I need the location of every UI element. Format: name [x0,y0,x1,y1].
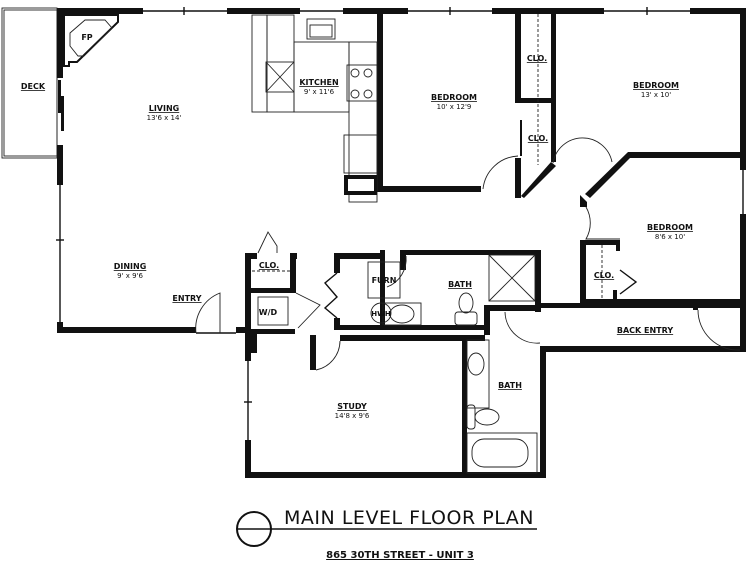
dining-label: DINING [114,262,147,271]
study-size: 14'8 x 9'6 [335,412,370,420]
door-study [315,340,341,371]
door-bedroom2 [552,137,613,164]
deck [1,7,58,159]
title-block: MAIN LEVEL FLOOR PLAN 865 30TH STREET - … [236,507,537,561]
bath1-label: BATH [448,280,472,289]
kitchen-fixtures [251,14,378,203]
plan-title: MAIN LEVEL FLOOR PLAN [284,507,534,529]
bedroom3-size: 8'6 x 10' [655,233,685,241]
door-bedroom3 [585,206,620,240]
water-heater-label: HWH [371,310,391,318]
living-label: LIVING [149,104,180,113]
doors [195,137,741,371]
fireplace-label: FP [81,33,92,42]
door-closet [257,231,278,254]
interior-walls [63,14,740,475]
kitchen-size: 9' x 11'6 [304,88,335,96]
dining-size: 9' x 9'6 [117,272,143,280]
bedroom2-size: 13' x 10' [641,91,671,99]
living-size: 13'6 x 14' [147,114,182,122]
bedroom1-label: BEDROOM [431,93,477,102]
plan-subtitle: 865 30TH STREET - UNIT 3 [326,550,474,561]
furnace-label: FURN [372,276,397,285]
wd-label: W/D [259,308,278,317]
closet2-label: CLO. [528,134,548,143]
exterior-walls [56,7,746,478]
door-wd [295,292,321,329]
kitchen-label: KITCHEN [299,78,338,87]
closet3-label: CLO. [594,271,614,280]
bedroom2-label: BEDROOM [633,81,679,90]
deck-label: DECK [21,82,46,91]
door-back-entry [697,309,741,351]
study-label: STUDY [337,402,367,411]
door-bedroom1 [482,155,519,190]
room-labels: DECK FP LIVING 13'6 x 14' KITCHEN 9' x 1… [21,33,693,420]
closet4-label: CLO. [259,261,279,270]
entry-label: ENTRY [172,294,201,303]
back-entry-label: BACK ENTRY [617,326,673,335]
bedroom3-label: BEDROOM [647,223,693,232]
door-bath2 [504,311,541,344]
bath2-label: BATH [498,381,522,390]
door-entry [195,292,221,334]
door-bath1 [386,255,407,288]
bedroom1-size: 10' x 12'9 [437,103,472,111]
closet1-label: CLO. [527,54,547,63]
